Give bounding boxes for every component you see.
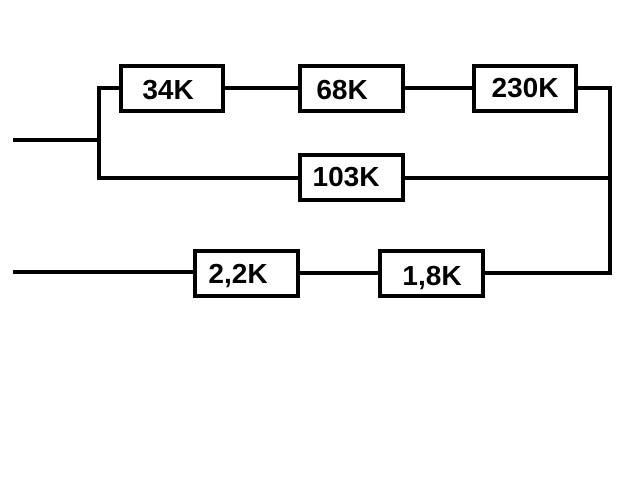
resistor-r4-box <box>298 153 405 202</box>
resistor-r3: 230K <box>472 64 578 113</box>
resistor-r5-box <box>193 249 300 298</box>
resistor-r4-label: 103K <box>313 161 380 192</box>
resistor-r4: 103K <box>298 153 405 202</box>
resistor-r5: 2,2K <box>193 249 300 298</box>
resistor-r1-box <box>119 64 225 113</box>
resistor-r3-box <box>472 64 578 113</box>
resistor-r2: 68K <box>298 64 405 113</box>
resistor-r5-label: 2,2K <box>208 258 267 289</box>
resistor-r2-label: 68K <box>316 74 367 105</box>
resistor-r2-box <box>298 64 405 113</box>
resistor-r1-label: 34K <box>142 74 193 105</box>
wires <box>13 86 612 275</box>
resistor-r6: 1,8K <box>378 249 485 298</box>
resistor-r6-label: 1,8K <box>402 260 461 291</box>
resistor-r6-box <box>378 249 485 298</box>
resistor-r1: 34K <box>119 64 225 113</box>
resistor-r3-label: 230K <box>492 72 559 103</box>
